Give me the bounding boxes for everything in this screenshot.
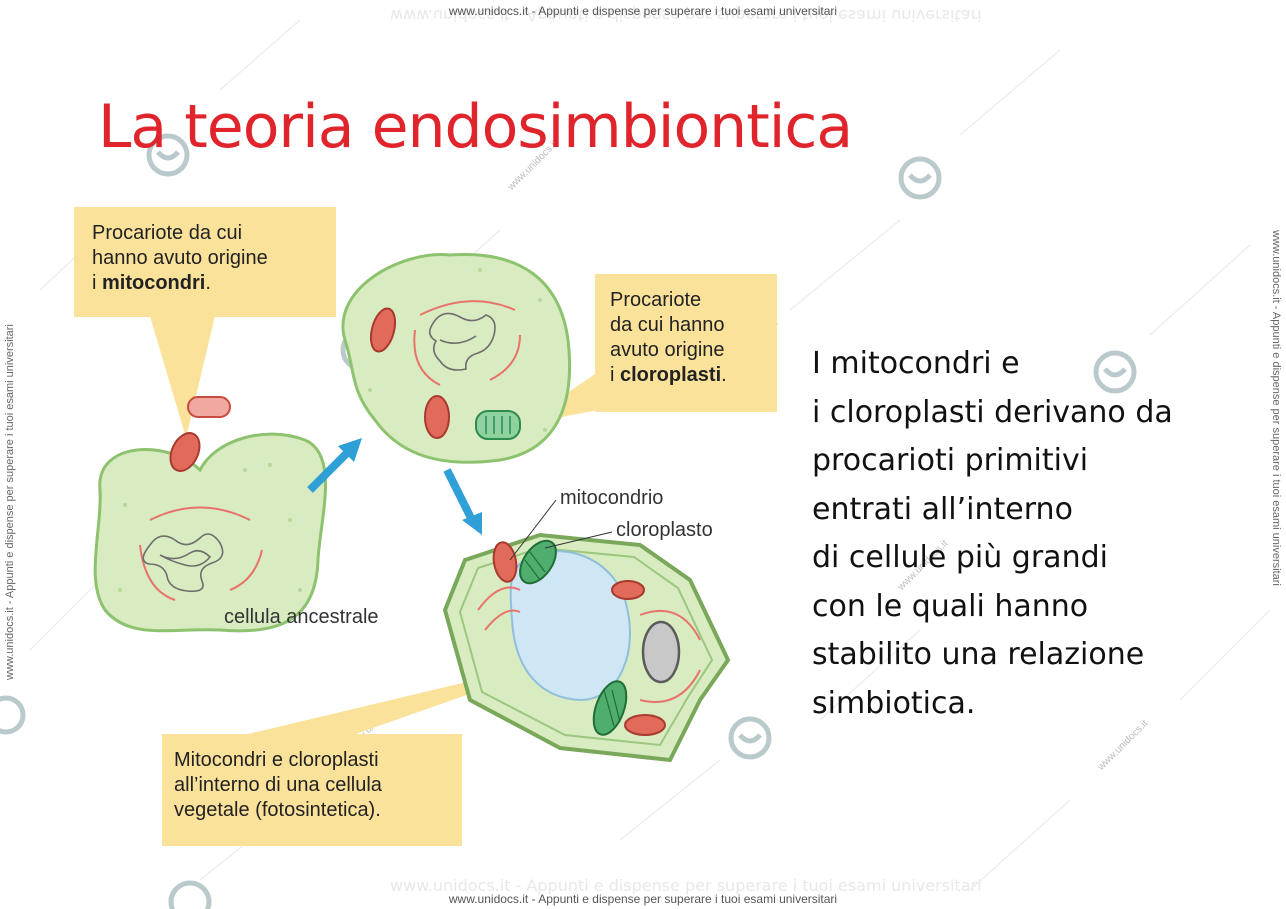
- nucleoid-ancestral: [142, 533, 224, 593]
- nucleoid-cell2: [428, 312, 496, 371]
- cell-with-mitochondria: [341, 252, 572, 464]
- leader-mitocondrio: [509, 499, 557, 561]
- label-mitocondrio: mitocondrio: [560, 487, 664, 509]
- callout-line: Procariote da cui: [92, 222, 243, 244]
- main-explanation: I mitocondri e i cloroplasti derivano da…: [812, 340, 1252, 728]
- callout-line: hanno avuto origine: [92, 247, 268, 269]
- leader-cloroplasto: [544, 531, 613, 549]
- nucleus: [641, 620, 681, 684]
- label-cloroplasto: cloroplasto: [616, 519, 713, 541]
- arrow-down: [443, 468, 482, 535]
- label-cellula-ancestrale: cellula ancestrale: [224, 606, 379, 628]
- body-line: stabilito una relazione: [812, 637, 1145, 672]
- body-line: entrati all’interno: [812, 491, 1073, 527]
- mitochondrion-free: [169, 396, 231, 472]
- body-line: procarioti primitivi: [812, 443, 1089, 478]
- arrow-up: [307, 438, 362, 493]
- body-line: di cellule più grandi: [812, 540, 1108, 575]
- ancestral-cell: [93, 432, 327, 633]
- slide-title: La teoria endosimbiontica: [98, 92, 853, 162]
- callout-mitochondria-origin: Procariote da cui hanno avuto origine i …: [74, 207, 336, 317]
- emphasis-cloroplasti: cloroplasti: [620, 364, 722, 386]
- callout-line: Procariote: [610, 289, 702, 311]
- callout-line: all’interno di una cellula: [174, 774, 382, 796]
- callout-line: Mitocondri e cloroplasti: [174, 749, 379, 771]
- body-line: I mitocondri e: [812, 346, 1020, 381]
- body-line: i cloroplasti derivano da: [812, 394, 1173, 430]
- callout-plant-cell: Mitocondri e cloroplasti all’interno di …: [162, 734, 462, 846]
- plant-mitochondrion: [492, 541, 518, 583]
- callout-line: da cui hanno: [610, 314, 725, 336]
- watermark-bottom: www.unidocs.it - Appunti e dispense per …: [448, 892, 838, 906]
- callout-pointer-mito: [150, 316, 215, 438]
- callout-line: i mitocondri.: [92, 272, 211, 294]
- plant-cell: [442, 532, 731, 763]
- body-line: simbiotica.: [812, 685, 976, 721]
- watermark-top: www.unidocs.it - Appunti e dispense per …: [448, 4, 838, 18]
- body-line: con le quali hanno: [812, 588, 1089, 624]
- emphasis-mitocondri: mitocondri: [102, 272, 206, 294]
- callout-line: avuto origine: [610, 339, 725, 361]
- callout-line: vegetale (fotosintetica).: [174, 799, 381, 821]
- watermark-ghost-bottom: www.unidocs.it - Appunti e dispense per …: [390, 876, 982, 895]
- callout-line: i cloroplasti.: [610, 364, 727, 386]
- chloroplast-free: [475, 410, 521, 440]
- callout-chloroplast-origin: Procariote da cui hanno avuto origine i …: [595, 274, 777, 412]
